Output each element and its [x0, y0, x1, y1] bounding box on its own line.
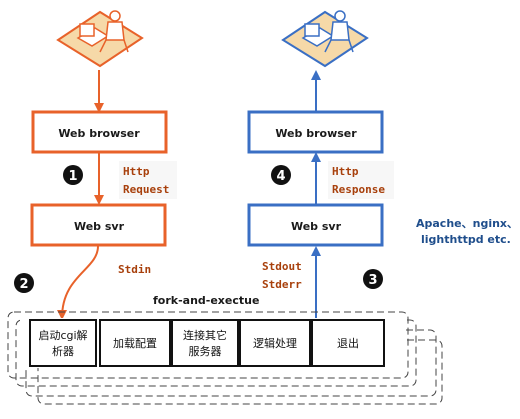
web-svr-box-left[interactable]	[30, 203, 167, 247]
stage-connect-line2: 服务器	[189, 345, 222, 358]
web-browser-label-right: Web browser	[275, 127, 357, 140]
web-svr-box-right[interactable]	[247, 203, 384, 247]
fork-and-execute-label: fork-and-exectue	[153, 294, 259, 307]
stage-connect-line1: 连接其它	[183, 328, 227, 342]
stage-box-exit[interactable]	[311, 319, 385, 367]
web-browser-label-left: Web browser	[58, 127, 140, 140]
http-response-label-line2: Response	[332, 183, 385, 196]
step-4-text: 4	[276, 169, 285, 184]
stdout-label: Stdout	[262, 260, 302, 273]
step-3-badge	[363, 269, 383, 289]
step-2-badge	[14, 273, 34, 293]
http-response-label-bg	[328, 161, 394, 199]
servers-note-line1: Apache、nginx、	[416, 217, 518, 230]
stage-logic: 逻辑处理	[253, 336, 297, 350]
web-browser-box-right[interactable]	[247, 110, 384, 154]
http-request-label-line1: Http	[123, 165, 150, 178]
stage-box-config[interactable]	[99, 319, 171, 367]
web-browser-box-left[interactable]	[31, 110, 168, 154]
arrow-stdin	[57, 245, 99, 320]
step-2-text: 2	[19, 277, 28, 292]
stage-box-connect[interactable]	[171, 319, 239, 367]
step-1-text: 1	[68, 169, 77, 184]
step-4-badge	[271, 165, 291, 185]
servers-note-line2: lighthttpd etc.	[421, 233, 511, 246]
step-1-badge	[63, 165, 83, 185]
step-3-text: 3	[368, 273, 377, 288]
http-request-label-bg	[119, 161, 177, 199]
stage-box-logic[interactable]	[239, 319, 311, 367]
stage-cgi-line1: 启动cgi解	[38, 328, 87, 342]
http-response-label-line1: Http	[332, 165, 359, 178]
user-at-computer-icon-orange	[56, 10, 144, 68]
stdin-label: Stdin	[118, 263, 151, 276]
stderr-label: Stderr	[262, 278, 302, 291]
web-svr-label-left: Web svr	[74, 220, 125, 233]
stage-config: 加载配置	[113, 337, 157, 350]
stage-cgi-line2: 析器	[52, 344, 74, 358]
web-svr-label-right: Web svr	[291, 220, 342, 233]
stage-box-cgi[interactable]	[29, 319, 97, 367]
user-at-computer-icon-blue	[281, 10, 369, 68]
http-request-label-line2: Request	[123, 183, 169, 196]
stage-exit: 退出	[337, 336, 359, 350]
stage-boxes	[29, 319, 385, 367]
